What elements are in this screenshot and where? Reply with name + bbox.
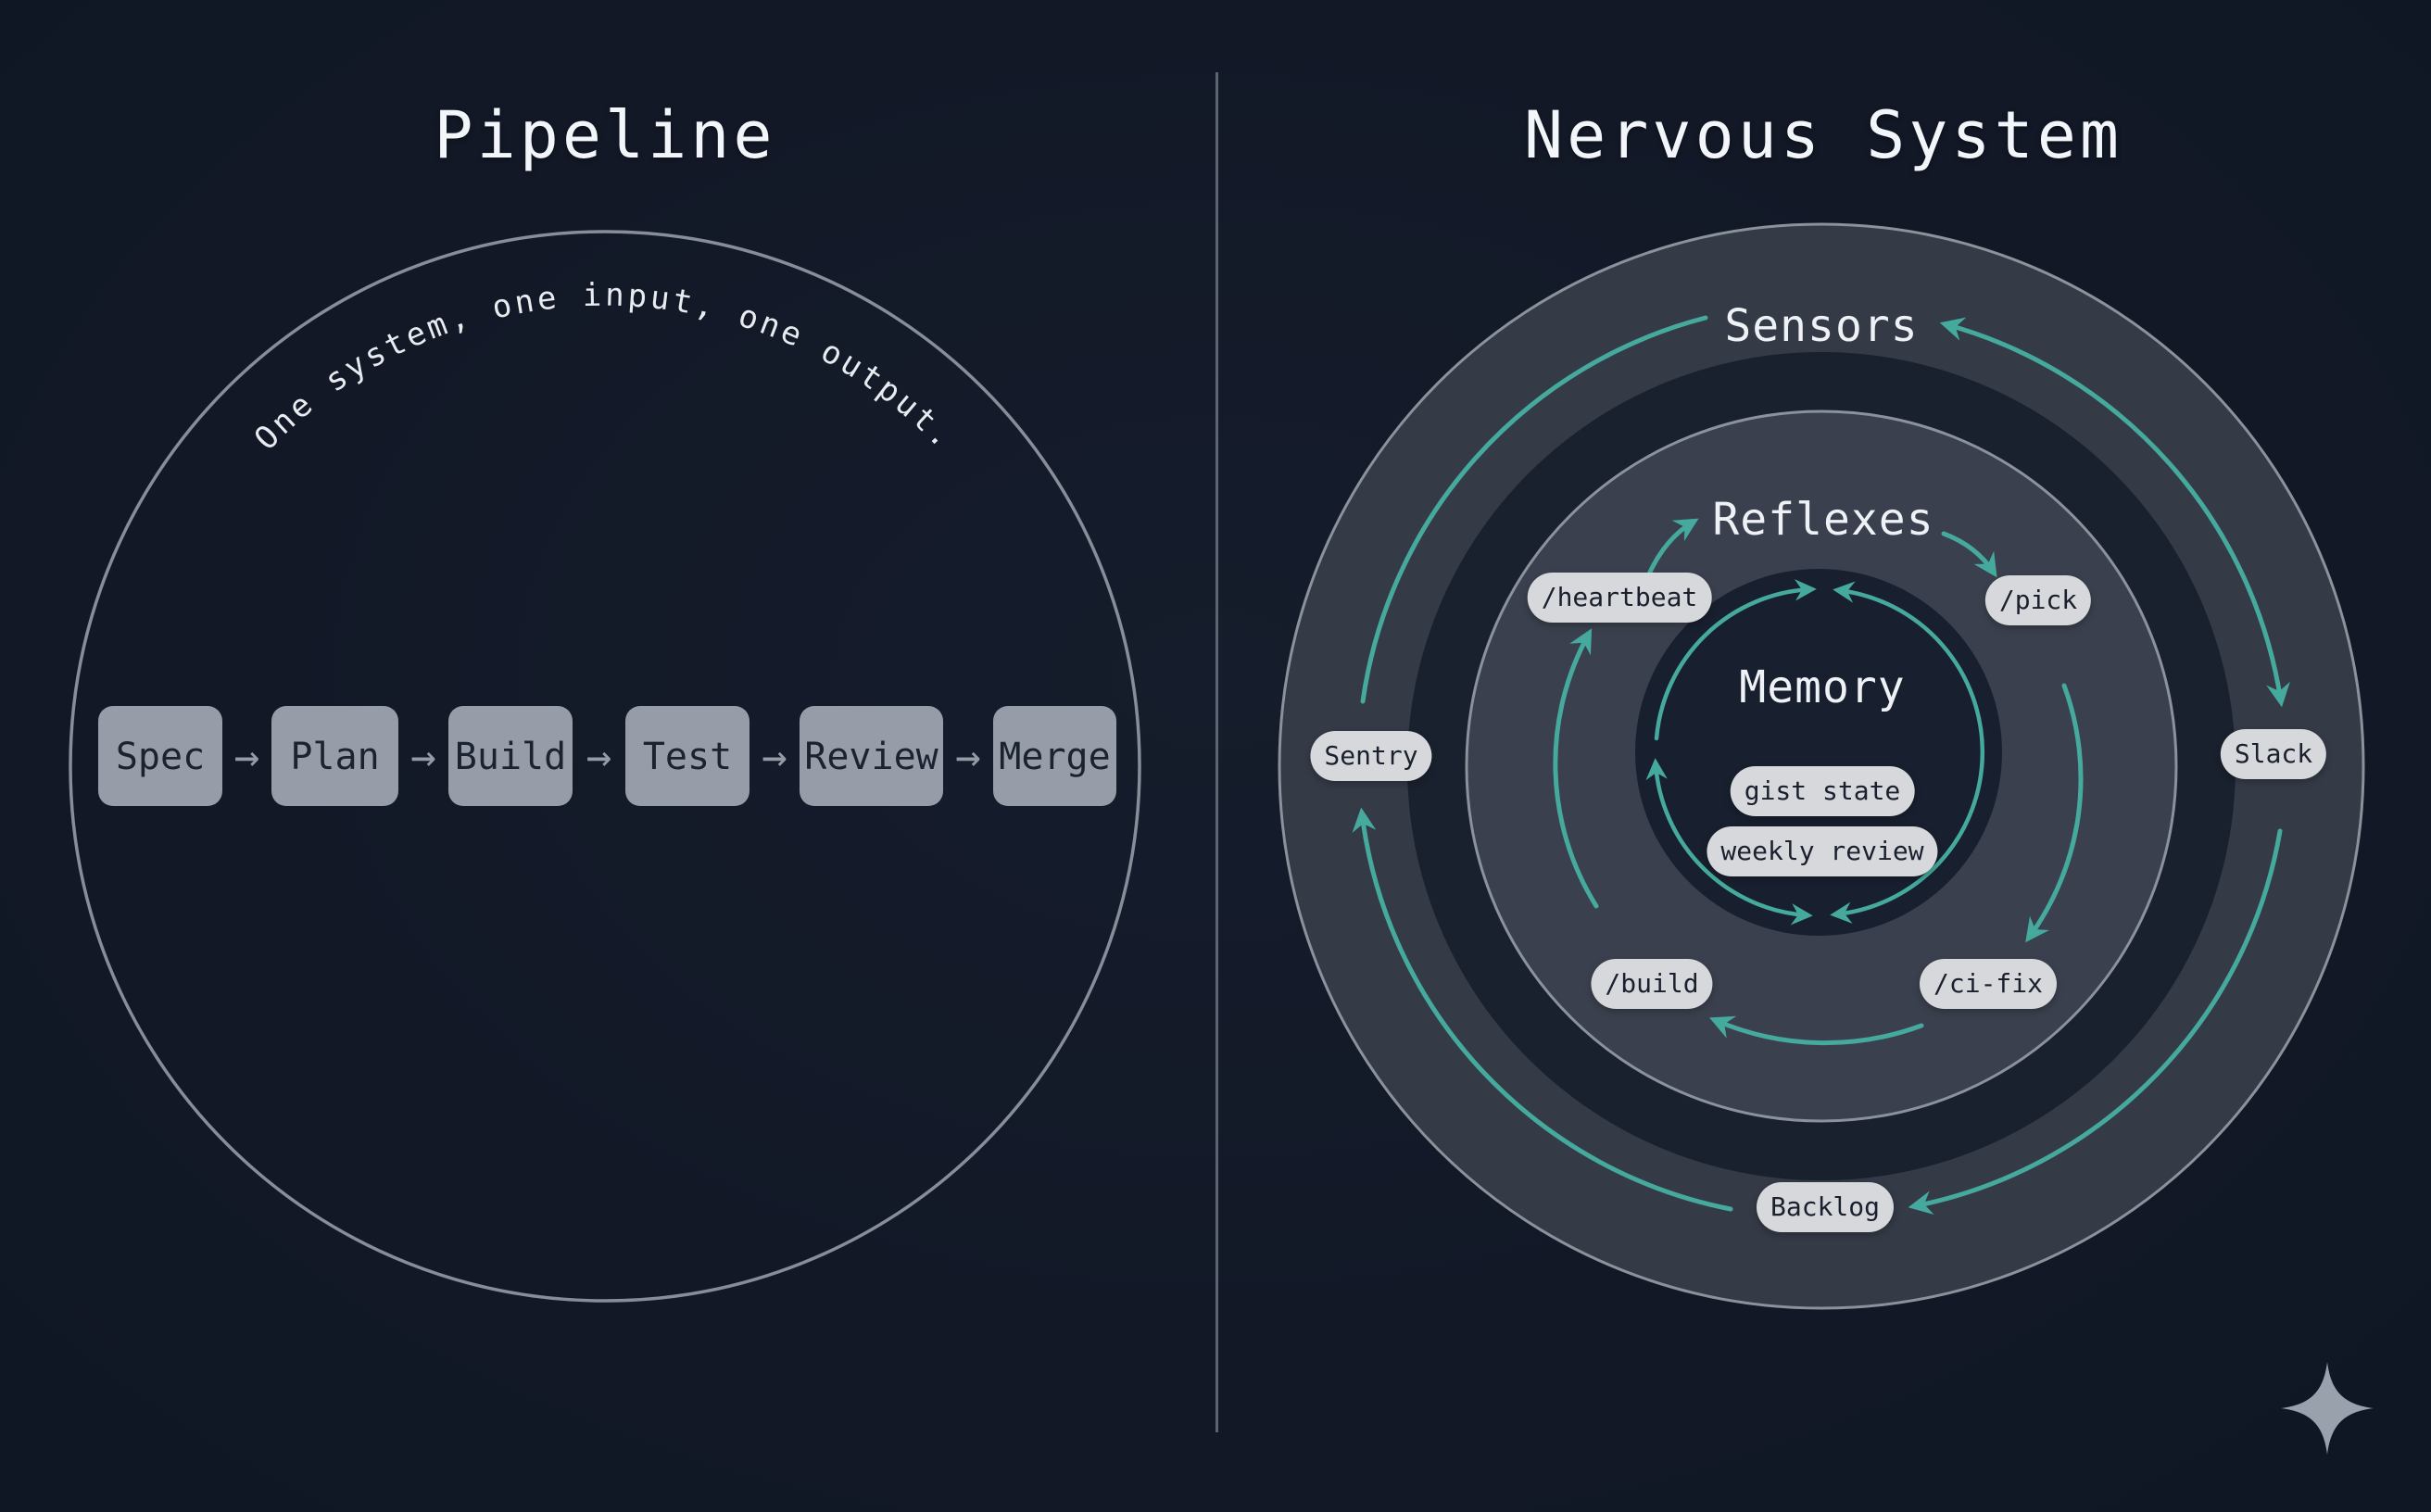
pill-sentry: Sentry — [1310, 731, 1432, 781]
stage-arrow-icon: → — [762, 731, 787, 781]
stage-label-plan: Plan — [290, 736, 379, 778]
stage-box-plan — [271, 706, 398, 806]
stage-label-test: Test — [643, 736, 732, 778]
pill-build: /build — [1591, 959, 1713, 1009]
stage-label-merge: Merge — [999, 736, 1110, 778]
stage-arrow-icon: → — [955, 731, 981, 781]
arc-sentry-to-sensors — [1360, 315, 1708, 704]
arc-memory-upper-left — [1654, 579, 1817, 741]
sensors-flow-arrows — [1352, 315, 2290, 1215]
memory-circle — [1635, 569, 2002, 936]
sensors-ring-label: Sensors — [1724, 300, 1919, 352]
stage-box-test — [625, 706, 749, 806]
pipeline-curved-text: One system, one input, one output. — [247, 277, 963, 458]
stage-label-spec: Spec — [116, 736, 205, 778]
pill-weekly-review: weekly review — [1707, 826, 1938, 876]
pipeline-stages: Spec Plan Build Test Review Merge → → → … — [98, 706, 1116, 806]
arc-slack-to-backlog — [1908, 828, 2283, 1215]
reflexes-ring-label: Reflexes — [1712, 494, 1934, 546]
stage-box-spec — [98, 706, 222, 806]
stage-arrow-icon: → — [234, 731, 260, 781]
memory-ring-label: Memory — [1739, 662, 1906, 713]
arc-memory-lower-left-bidirectional — [1645, 758, 1813, 926]
stage-arrow-icon: → — [410, 731, 436, 781]
sparkle-icon — [2281, 1362, 2374, 1455]
pipeline-diagram: One system, one input, one output. Spec … — [69, 230, 1141, 1303]
arc-sensors-slack-bidirectional — [1939, 317, 2290, 708]
panel-divider — [1216, 72, 1218, 1432]
stage-arrow-icon: → — [586, 731, 612, 781]
arc-heartbeat-to-reflexes — [1644, 518, 1699, 581]
pill-backlog: Backlog — [1756, 1182, 1895, 1232]
reflexes-flow-arrows — [1553, 518, 2084, 1046]
arc-cifix-to-build — [1709, 1015, 1924, 1046]
pipeline-circle — [69, 230, 1141, 1303]
arc-backlog-to-sentry — [1352, 807, 1733, 1212]
arc-pick-to-cifix — [2025, 683, 2084, 943]
nervous-system-title: Nervous System — [1523, 97, 2123, 173]
pill-heartbeat: /heartbeat — [1527, 573, 1712, 623]
stage-box-merge — [993, 706, 1116, 806]
pipeline-title: Pipeline — [434, 97, 776, 173]
pill-pick: /pick — [1984, 575, 2092, 625]
pill-gist-state: gist state — [1730, 766, 1915, 816]
stage-label-review: Review — [804, 736, 938, 778]
arc-reflexes-to-pick — [1941, 531, 1997, 578]
arc-build-to-heartbeat — [1553, 628, 1599, 909]
memory-flow-arrows — [1645, 579, 1985, 926]
pill-slack: Slack — [2220, 729, 2327, 779]
stage-box-review — [800, 706, 943, 806]
stage-label-build: Build — [455, 736, 566, 778]
arc-memory-right-bidirectional — [1830, 581, 1985, 924]
stage-box-build — [448, 706, 573, 806]
pill-ci-fix: /ci-fix — [1919, 959, 2058, 1009]
